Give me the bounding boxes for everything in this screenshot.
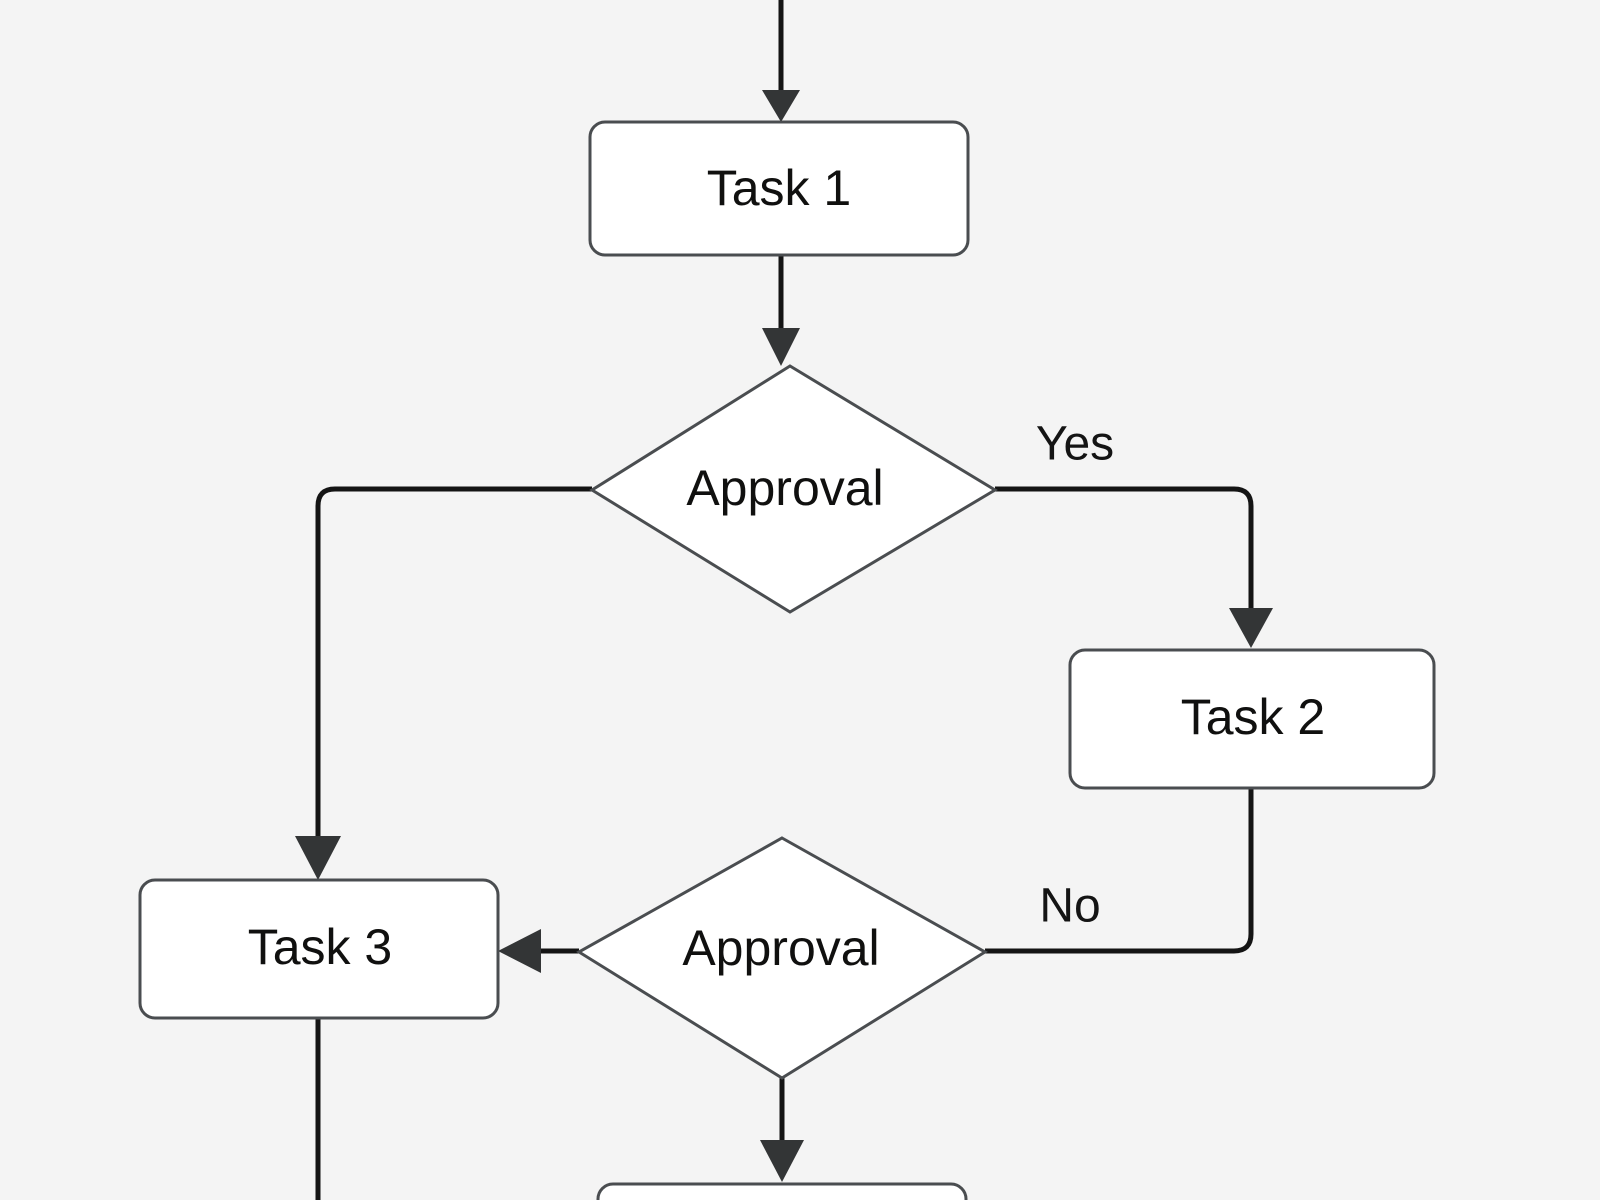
edge-task2-approval2-line bbox=[985, 788, 1254, 954]
node-approval2-label: Approval bbox=[682, 920, 879, 976]
edge-approval2-task3 bbox=[498, 929, 579, 973]
node-task2[interactable]: Task 2 bbox=[1068, 648, 1436, 790]
node-task3[interactable]: Task 3 bbox=[138, 878, 500, 1020]
node-approval1[interactable]: Approval bbox=[589, 364, 998, 614]
node-task3-shape[interactable] bbox=[138, 878, 500, 1020]
edge-approval2-task4 bbox=[760, 1076, 804, 1182]
edge-task2-approval2 bbox=[985, 788, 1254, 954]
edge-approval1-task2-arrowhead bbox=[1229, 608, 1273, 648]
node-task2-label: Task 2 bbox=[1181, 689, 1326, 745]
edge-approval1-task3-line bbox=[315, 486, 592, 838]
edge-approval2-task3-arrowhead bbox=[498, 929, 541, 973]
edge-incoming-task1-arrowhead bbox=[762, 90, 800, 122]
edge-approval1-task3 bbox=[295, 486, 592, 880]
node-task1-shape[interactable] bbox=[588, 120, 970, 257]
node-task4-partial-shape[interactable] bbox=[596, 1182, 968, 1200]
node-approval1-label: Approval bbox=[686, 460, 883, 516]
edge-task1-approval1-arrowhead bbox=[762, 328, 800, 366]
node-task1-label: Task 1 bbox=[707, 160, 852, 216]
edge-incoming-task1 bbox=[762, 0, 800, 122]
edge-task1-approval1 bbox=[762, 255, 800, 366]
edge-label-no: No bbox=[1039, 880, 1100, 933]
edge-approval1-task2-line bbox=[995, 486, 1254, 612]
node-approval2[interactable]: Approval bbox=[576, 836, 988, 1080]
edge-approval1-task2 bbox=[995, 486, 1273, 648]
edge-approval2-task4-arrowhead bbox=[760, 1140, 804, 1182]
node-approval1-shape[interactable] bbox=[589, 364, 998, 614]
edge-label-yes: Yes bbox=[1036, 418, 1114, 471]
node-task1[interactable]: Task 1 bbox=[588, 120, 970, 257]
node-task4-partial[interactable] bbox=[596, 1182, 968, 1200]
node-task3-label: Task 3 bbox=[248, 919, 393, 975]
node-approval2-shape[interactable] bbox=[576, 836, 988, 1080]
node-task2-shape[interactable] bbox=[1068, 648, 1436, 790]
edge-approval1-task3-arrowhead bbox=[295, 836, 341, 880]
